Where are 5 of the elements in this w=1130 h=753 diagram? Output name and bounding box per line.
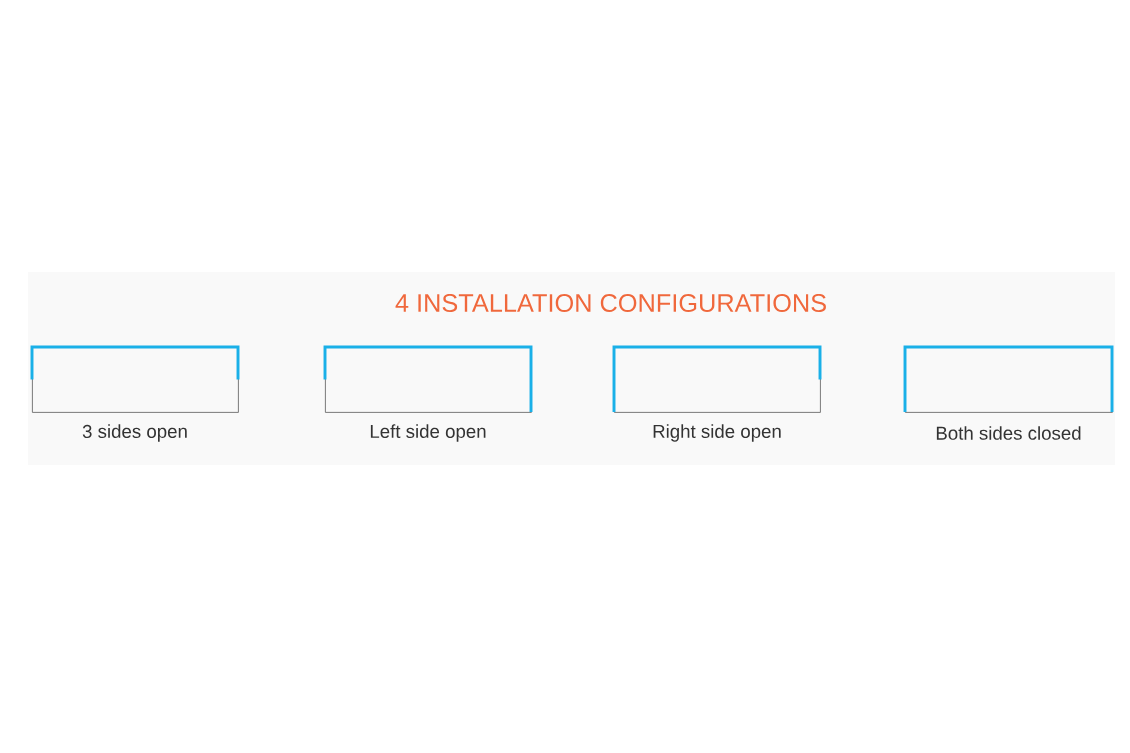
node-label: Right side open bbox=[653, 424, 781, 442]
node-label: 3 sides open bbox=[82, 424, 187, 442]
title: 4 INSTALLATION CONFIGURATIONS bbox=[395, 294, 826, 312]
node-label: Left side open bbox=[370, 424, 486, 442]
node-label: Both sides closed bbox=[936, 426, 1081, 440]
